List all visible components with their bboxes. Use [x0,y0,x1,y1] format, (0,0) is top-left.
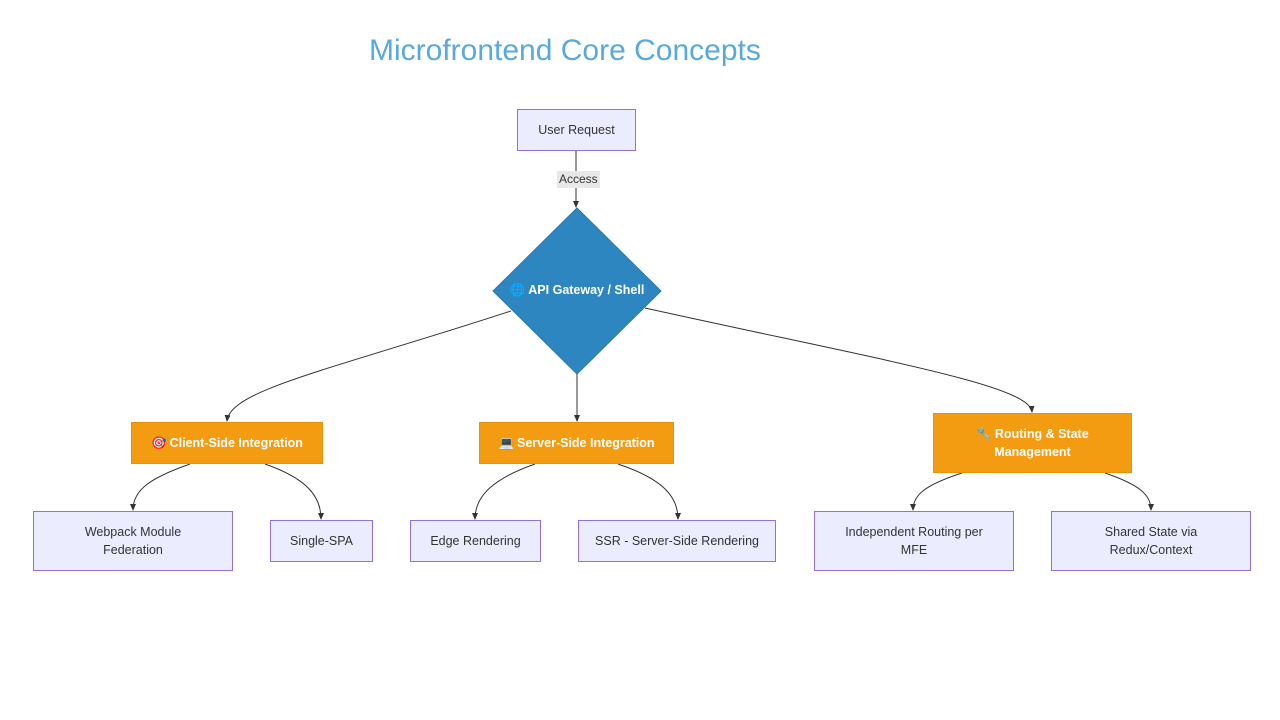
node-webpack[interactable]: Webpack Module Federation [33,511,233,571]
node-webpack-label: Webpack Module Federation [84,525,182,557]
node-ssr[interactable]: SSR - Server-Side Rendering [578,520,776,562]
edge-server-to-ssr [617,463,681,520]
node-shared-state-label: Shared State via Redux/Context [1104,525,1198,557]
edge-gateway-to-client [224,310,512,422]
node-gateway-label: API Gateway / Shell [528,283,645,297]
node-user-request[interactable]: User Request [517,109,636,151]
target-icon: 🎯 [151,436,167,450]
node-routing-state[interactable]: 🔧Routing & State Management [933,413,1132,473]
wrench-icon: 🔧 [976,427,992,441]
node-independent-routing[interactable]: Independent Routing per MFE [814,511,1014,571]
edge-routing-to-shared [1104,472,1154,511]
node-single-spa-label: Single-SPA [290,534,353,548]
edge-gateway-to-routing [644,307,1035,413]
node-server-side[interactable]: 💻Server-Side Integration [479,422,674,464]
node-ssr-label: SSR - Server-Side Rendering [595,534,759,548]
node-single-spa[interactable]: Single-SPA [270,520,373,562]
node-edge-rendering[interactable]: Edge Rendering [410,520,541,562]
edge-server-to-edge [472,463,536,520]
node-client-side-label: Client-Side Integration [169,436,303,450]
node-server-side-label: Server-Side Integration [517,436,655,450]
node-gateway[interactable]: 🌐API Gateway / Shell [493,281,661,299]
node-user-request-label: User Request [538,123,615,137]
edge-client-to-webpack [130,463,191,511]
node-shared-state[interactable]: Shared State via Redux/Context [1051,511,1251,571]
diagram-title: Microfrontend Core Concepts [369,34,761,67]
globe-icon: 🌐 [509,283,526,297]
laptop-icon: 💻 [498,436,515,450]
node-client-side[interactable]: 🎯Client-Side Integration [131,422,323,464]
node-independent-routing-label: Independent Routing per MFE [845,525,983,557]
edge-label-access: Access [557,171,600,188]
edge-client-to-singlespa [264,463,324,520]
node-routing-state-label: Routing & State Management [994,427,1089,459]
node-edge-rendering-label: Edge Rendering [430,534,521,548]
edge-routing-to-independent [910,472,963,511]
